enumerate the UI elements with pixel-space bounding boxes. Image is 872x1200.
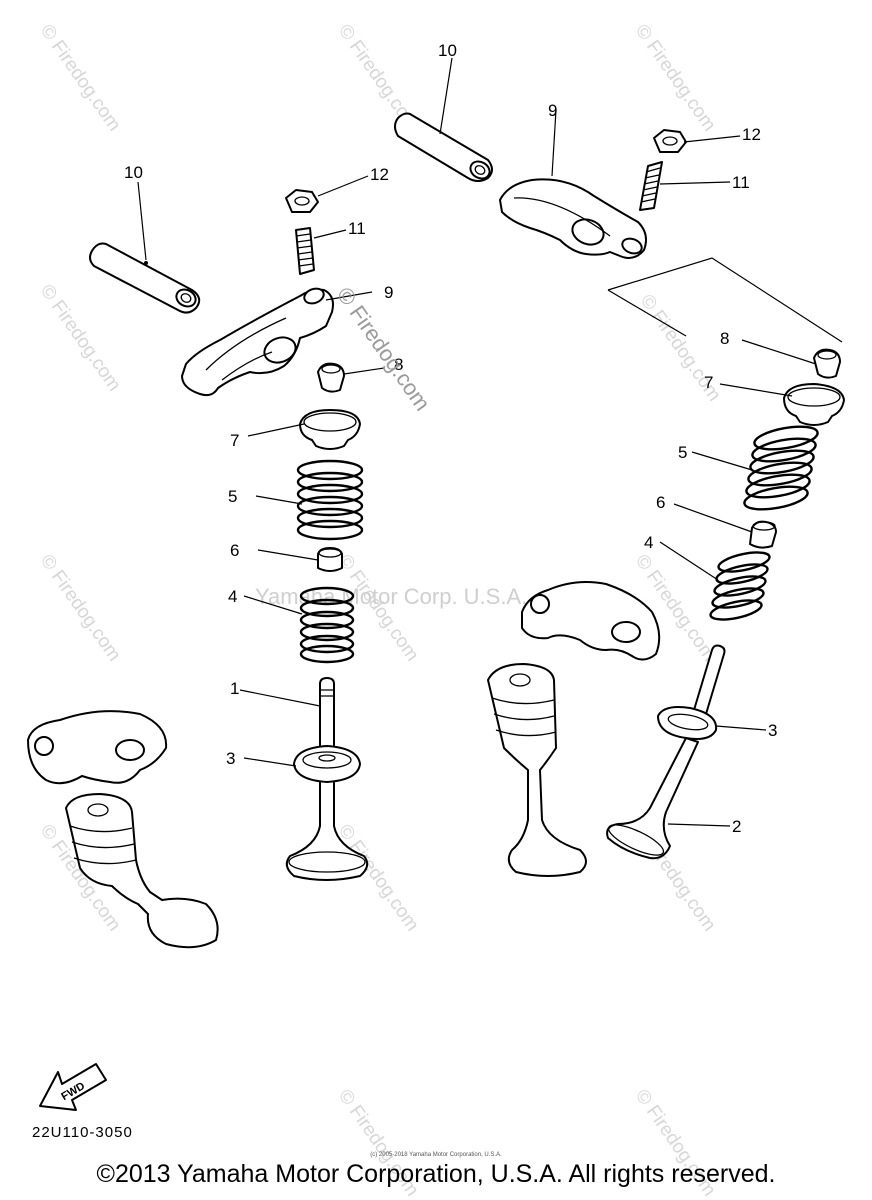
- valve-spring-seat-left: [293, 745, 361, 783]
- locknut-left: [285, 189, 319, 213]
- callout-labels: 10 12 11 9 8 7 5 6 4 1 3 10 9 12 11 8 7 …: [124, 41, 777, 836]
- watermark-faint-text: Yamaha Motor Corp. U.S.A.: [255, 584, 527, 609]
- left-valve-assembly: [27, 189, 369, 949]
- leader-lines: [137, 57, 817, 827]
- callout-8-right: 8: [720, 329, 729, 348]
- callout-4-right: 4: [644, 533, 653, 552]
- spring-retainer-left: [299, 409, 361, 450]
- watermark-text: © Firedog.com: [36, 551, 125, 665]
- callout-8-left: 8: [394, 355, 403, 374]
- exhaust-valve: [606, 644, 726, 860]
- callout-2: 2: [732, 817, 741, 836]
- rocker-shaft-left: [89, 242, 201, 314]
- callout-3-right: 3: [768, 721, 777, 740]
- callout-5-left: 5: [228, 487, 237, 506]
- valve-spring-inner-left: [299, 586, 355, 664]
- adjuster-screw-right: [639, 161, 663, 211]
- callout-7-right: 7: [704, 373, 713, 392]
- diagram-code: 22U110-3050: [32, 1124, 133, 1141]
- forward-direction-arrow: FWD: [39, 1063, 107, 1111]
- watermark-text: © Firedog.com: [36, 21, 125, 135]
- valve-spring-outer-left: [296, 459, 364, 541]
- callout-9-right: 9: [548, 101, 557, 120]
- valve-spring-seat-right: [657, 706, 718, 740]
- watermark-text: © Firedog.com: [631, 21, 720, 135]
- callout-10-left: 10: [124, 163, 143, 182]
- small-copyright-text: (c) 2005-2018 Yamaha Motor Corporation, …: [370, 1152, 502, 1158]
- rocker-arm-reference-right: [521, 581, 661, 661]
- callout-11-right: 11: [732, 173, 750, 192]
- valve-spring-inner-right: [709, 551, 771, 621]
- valve-cotter-right: [813, 348, 841, 379]
- callout-12-right: 12: [742, 125, 761, 144]
- assembly-indicator-bracket: [607, 257, 843, 343]
- callout-7-left: 7: [230, 431, 239, 450]
- copyright-text: ©2013 Yamaha Motor Corporation, U.S.A. A…: [96, 1160, 776, 1188]
- callout-3-left: 3: [226, 749, 235, 768]
- watermark-center-text: © Firedog.com: [332, 283, 435, 416]
- callout-10-right: 10: [438, 41, 457, 60]
- valve-stem-seal-left: [317, 547, 343, 572]
- rocker-arm-reference-left: [27, 710, 168, 785]
- callout-1: 1: [230, 679, 239, 698]
- valve-stem-seal-right: [749, 520, 777, 549]
- rocker-arm-right: [499, 178, 647, 259]
- callout-4-left: 4: [228, 587, 237, 606]
- callout-6-left: 6: [230, 541, 239, 560]
- right-valve-assembly: [394, 112, 845, 877]
- locknut-right: [653, 129, 687, 153]
- spring-retainer-right: [783, 383, 845, 426]
- callout-11-left: 11: [348, 219, 366, 238]
- callout-9-left: 9: [384, 283, 393, 302]
- callout-12-left: 12: [370, 165, 389, 184]
- valve-spring-outer-right: [743, 425, 819, 511]
- valve-assembly-reference-left: [65, 793, 219, 949]
- watermark-text: © Firedog.com: [36, 281, 125, 395]
- callout-6-right: 6: [656, 493, 665, 512]
- adjuster-screw-left: [295, 227, 315, 275]
- rocker-shaft-right: [394, 112, 493, 182]
- callout-5-right: 5: [678, 443, 687, 462]
- rocker-arm-left: [181, 287, 334, 397]
- valve-cotter-left: [317, 362, 345, 393]
- intake-valve: [285, 677, 369, 881]
- valve-assembly-reference-right: [487, 663, 587, 877]
